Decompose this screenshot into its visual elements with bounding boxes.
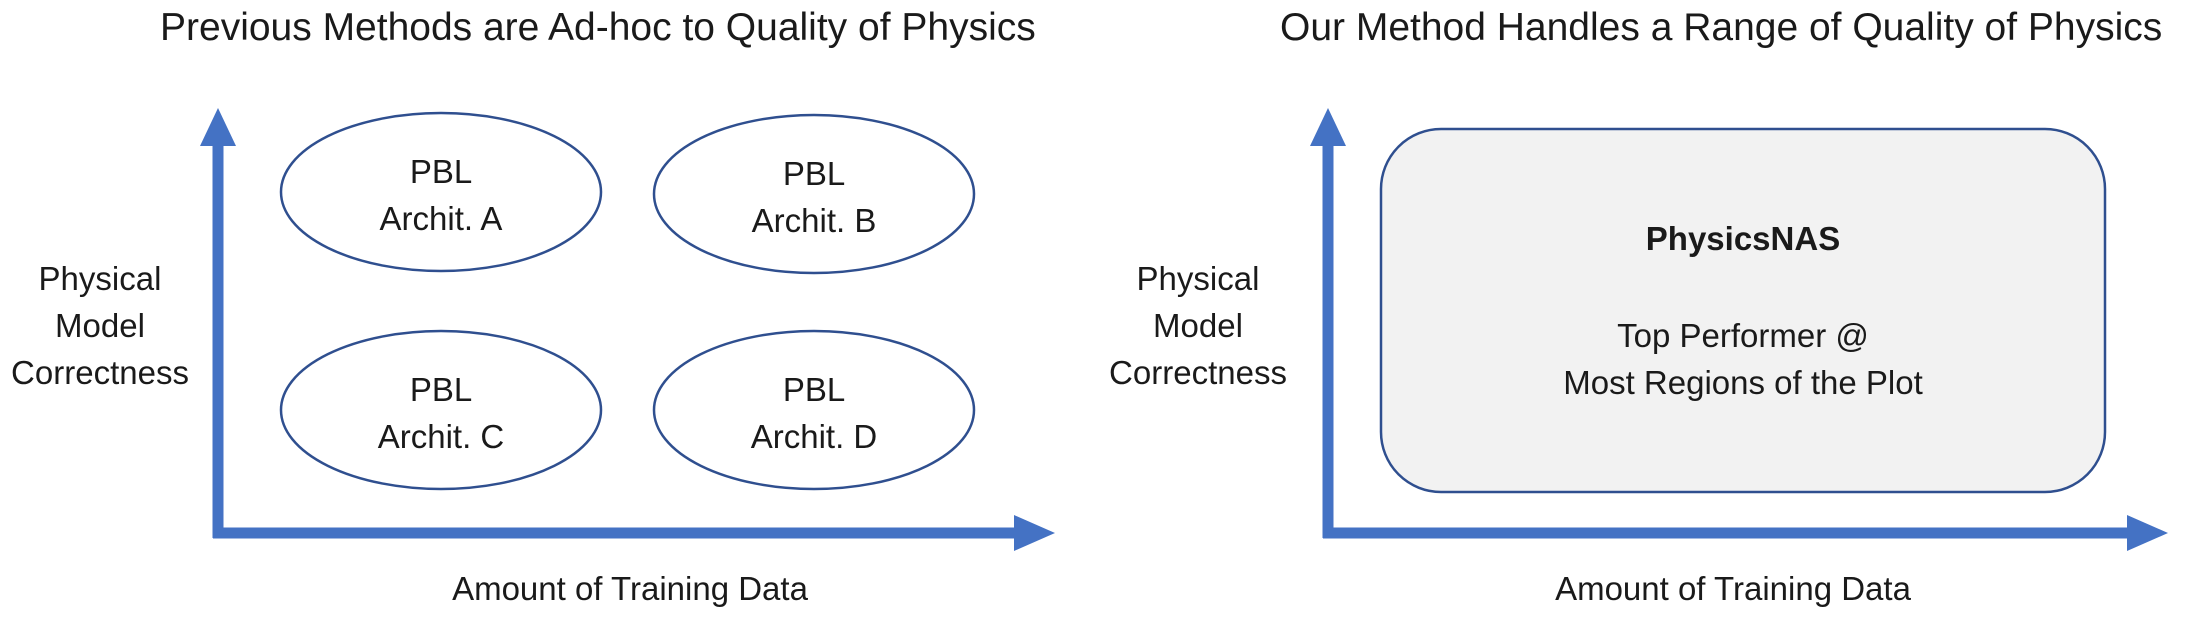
ellipse-c-line1: PBL [409,371,473,408]
ellipse-a-text: PBL Archit. A [311,148,571,242]
right-y-label-line1: Physical [1136,260,1260,297]
ellipse-a [279,111,603,273]
ellipse-c-line2: Archit. C [377,418,505,455]
ellipse-d [652,329,976,491]
left-axes [200,108,1055,551]
ellipse-d-line1: PBL [782,371,846,408]
ellipse-c-text: PBL Archit. C [311,366,571,460]
left-y-label: Physical Model Correctness [0,255,210,396]
left-panel-title: Previous Methods are Ad-hoc to Quality o… [160,6,1036,49]
box-line1: Top Performer @ [1617,317,1869,354]
ellipse-a-line2: Archit. A [379,200,503,237]
right-x-arrowhead [2127,515,2168,551]
left-x-arrowhead [1014,515,1055,551]
left-y-label-line3: Correctness [11,354,189,391]
ellipse-c [279,329,603,491]
ellipse-b-line2: Archit. B [751,202,877,239]
ellipse-b-text: PBL Archit. B [684,150,944,244]
box-line2: Most Regions of the Plot [1563,364,1923,401]
right-y-arrowhead [1310,108,1346,146]
ellipse-d-text: PBL Archit. D [684,366,944,460]
physicsnas-box [1379,127,2107,494]
right-axes [1310,108,2168,551]
ellipse-d-line2: Archit. D [750,418,878,455]
ellipse-a-line1: PBL [409,153,473,190]
right-x-label: Amount of Training Data [1555,570,1911,607]
right-y-label-line2: Model [1153,307,1243,344]
right-y-label-line3: Correctness [1109,354,1287,391]
left-y-arrowhead [200,108,236,146]
left-y-label-line2: Model [55,307,145,344]
right-panel-title: Our Method Handles a Range of Quality of… [1280,6,2163,49]
right-y-label: Physical Model Correctness [1088,255,1308,396]
left-y-label-line1: Physical [38,260,162,297]
ellipse-b [652,113,976,275]
physicsnas-title: PhysicsNAS [1645,220,1841,257]
left-x-label: Amount of Training Data [452,570,808,607]
ellipse-b-line1: PBL [782,155,846,192]
